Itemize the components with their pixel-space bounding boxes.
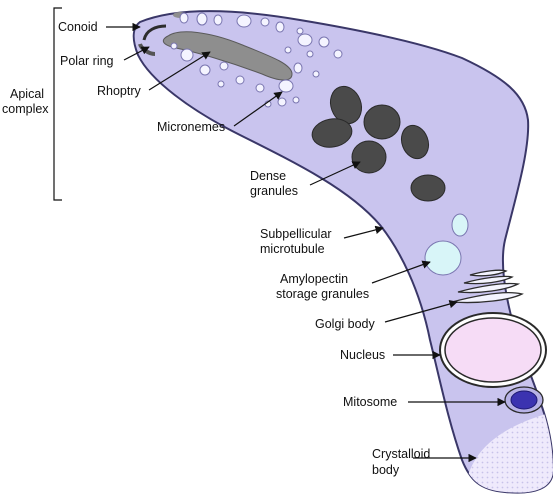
label-conoid: Conoid	[58, 20, 98, 34]
apical-complex-bracket	[53, 7, 62, 201]
parasite-cell-body	[132, 10, 553, 494]
label-apical-complex-line1: Apical	[10, 87, 44, 101]
label-nucleus: Nucleus	[340, 348, 385, 362]
label-golgi-body: Golgi body	[315, 317, 376, 331]
label-mitosome: Mitosome	[343, 395, 397, 409]
leader-arrows	[106, 22, 506, 463]
amylopectin-granule-large	[424, 240, 462, 276]
label-subpellicular-line2: microtubule	[260, 242, 325, 256]
label-micronemes: Micronemes	[157, 120, 225, 134]
label-crystalloid-line2: body	[372, 463, 400, 477]
micronemes	[170, 12, 343, 108]
label-subpellicular-line1: Subpellicular	[260, 227, 332, 241]
label-apical-complex-line2: complex	[2, 102, 49, 116]
amylopectin-granule-small	[451, 213, 469, 237]
label-amylopectin-line2: storage granules	[276, 287, 369, 301]
crystalloid-body	[460, 412, 553, 493]
conoid	[142, 24, 167, 41]
mitosome	[510, 390, 538, 410]
golgi-body	[451, 269, 524, 304]
label-dense-granules-line1: Dense	[250, 169, 286, 183]
label-amylopectin-line1: Amylopectin	[280, 272, 348, 286]
label-dense-granules-line2: granules	[250, 184, 298, 198]
label-polar-ring: Polar ring	[60, 54, 114, 68]
dense-granules	[311, 85, 446, 202]
nucleus	[444, 317, 542, 383]
label-rhoptry: Rhoptry	[97, 84, 142, 98]
label-crystalloid-line1: Crystalloid	[372, 447, 430, 461]
